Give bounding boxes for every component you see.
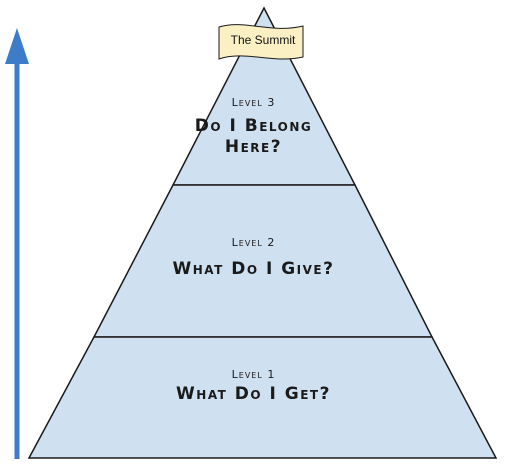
summit-banner — [218, 24, 304, 60]
level-1-question: What Do I Get? — [176, 384, 331, 404]
level-3-label: Level 3 — [231, 96, 276, 109]
level-3-question: Do I Belong Here? — [194, 116, 313, 157]
level-2-label: Level 2 — [231, 236, 276, 249]
summit-label: The Summit — [230, 33, 296, 47]
level-1-block: Level 1 What Do I Get? — [0, 368, 507, 405]
level-1-label: Level 1 — [231, 368, 276, 381]
level-3-block: Level 3 Do I Belong Here? — [0, 96, 507, 158]
level-2-block: Level 2 What Do I Give? — [0, 236, 507, 280]
level-2-question: What Do I Give? — [172, 259, 335, 279]
pyramid-tier-level-1 — [27, 336, 498, 459]
ascent-arrow — [5, 28, 29, 459]
